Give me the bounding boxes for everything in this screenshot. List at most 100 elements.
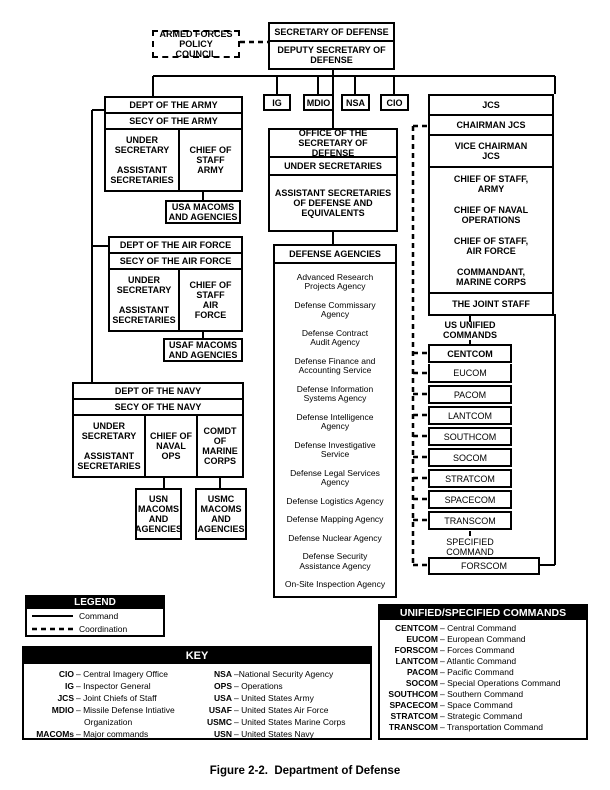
- unified-commands-label: US UNIFIED COMMANDS: [443, 320, 497, 340]
- key-abbr: MDIO: [51, 705, 74, 715]
- command-centcom-box[interactable]: CENTCOM: [428, 344, 512, 363]
- jcs-cno-label: CHIEF OF NAVAL OPERATIONS: [453, 204, 529, 225]
- jcs-chairman-label: CHAIRMAN JCS: [430, 116, 552, 136]
- agency-item: Defense Finance and Accounting Service: [294, 355, 376, 375]
- unified-key-row: SOCOM– Special Operations Command: [380, 678, 586, 689]
- key-row: USAF– United States Air Force: [192, 704, 372, 716]
- key-abbr: MACOMs: [36, 729, 74, 739]
- airforce-macoms-box[interactable]: USAF MACOMS AND AGENCIES: [163, 338, 243, 362]
- army-under-label: UNDER SECRETARY: [114, 135, 170, 155]
- key-row: CIO– Central Imagery Office: [24, 668, 204, 680]
- key-abbr: SOCOM: [405, 678, 438, 688]
- key-desc: – Missile Defense Intiative: [76, 705, 175, 715]
- army-chief-label: CHIEF OF STAFF ARMY: [189, 145, 232, 175]
- key-desc: – Southern Command: [440, 689, 524, 699]
- osd-title-label: OFFICE OF THE SECRETARY OF DEFENSE: [270, 128, 396, 158]
- mdio-label: MDIO: [306, 97, 331, 108]
- key-desc: –National Security Agency: [234, 669, 334, 679]
- abbreviation-key-box: KEY CIO– Central Imagery Office IG– Insp…: [22, 646, 372, 740]
- command-lantcom-box[interactable]: LANTCOM: [428, 406, 512, 425]
- airforce-under-label: UNDER SECRETARY: [116, 275, 172, 295]
- airforce-dept-label: DEPT OF THE AIR FORCE: [110, 238, 241, 254]
- key-row: MACOMs– Major commands: [24, 728, 204, 740]
- usmc-macoms-label: USMC MACOMS AND AGENCIES: [197, 494, 245, 534]
- unified-key-box: UNIFIED/SPECIFIED COMMANDS CENTCOM– Cent…: [378, 604, 588, 740]
- specified-command-label: SPECIFIED COMMAND: [446, 537, 494, 557]
- key-desc: – United States Army: [234, 693, 314, 703]
- navy-secy-label: SECY OF THE NAVY: [74, 400, 242, 416]
- unified-key-row: SPACECOM– Space Command: [380, 700, 586, 711]
- jcs-box[interactable]: JCS CHAIRMAN JCS VICE CHAIRMAN JCS CHIEF…: [428, 94, 554, 316]
- legend-command-label: Command: [79, 611, 119, 621]
- nsa-label: NSA: [345, 97, 365, 108]
- usn-macoms-box[interactable]: USN MACOMS AND AGENCIES: [135, 488, 182, 540]
- key-abbr: USA: [214, 693, 232, 703]
- cio-box[interactable]: CIO: [380, 94, 409, 111]
- mdio-box[interactable]: MDIO: [303, 94, 334, 111]
- command-spacecom-box[interactable]: SPACECOM: [428, 490, 512, 509]
- key-left-column: CIO– Central Imagery Office IG– Inspecto…: [24, 668, 204, 740]
- key-abbr: JCS: [57, 693, 74, 703]
- command-transcom-box[interactable]: TRANSCOM: [428, 511, 512, 530]
- jcs-marine-label: COMMANDANT, MARINE CORPS: [455, 266, 526, 287]
- armed-forces-policy-council-box[interactable]: ARMED FORCES POLICY COUNCIL: [152, 29, 240, 59]
- army-macoms-box[interactable]: USA MACOMS AND AGENCIES: [165, 200, 241, 224]
- agency-item: Defense Contract Audit Agency: [301, 327, 369, 347]
- command-stratcom-box[interactable]: STRATCOM: [428, 469, 512, 488]
- key-desc: – Atlantic Command: [440, 656, 517, 666]
- defense-agencies-box[interactable]: DEFENSE AGENCIES Advanced Research Proje…: [273, 244, 397, 598]
- airforce-box[interactable]: DEPT OF THE AIR FORCE SECY OF THE AIR FO…: [108, 236, 243, 332]
- key-desc: – United States Air Force: [234, 705, 329, 715]
- agencies-title-label: DEFENSE AGENCIES: [275, 246, 395, 264]
- command-label: TRANSCOM: [444, 515, 496, 526]
- usmc-macoms-box[interactable]: USMC MACOMS AND AGENCIES: [195, 488, 247, 540]
- secretary-of-defense-box[interactable]: SECRETARY OF DEFENSE DEPUTY SECRETARY OF…: [268, 22, 395, 70]
- agency-list: Advanced Research Projects Agency Defens…: [279, 268, 391, 594]
- agency-item: Defense Commissary Agency: [294, 299, 376, 319]
- army-dept-label: DEPT OF THE ARMY: [106, 98, 241, 114]
- navy-box[interactable]: DEPT OF THE NAVY SECY OF THE NAVY UNDER …: [72, 382, 244, 478]
- key-row: Organization: [24, 716, 204, 728]
- agency-item: On-Site Inspection Agency: [284, 579, 386, 589]
- army-box[interactable]: DEPT OF THE ARMY SECY OF THE ARMY UNDER …: [104, 96, 243, 192]
- key-abbr: CIO: [58, 669, 74, 679]
- key-abbr: USN: [214, 729, 232, 739]
- unified-key-row: CENTCOM– Central Command: [380, 623, 586, 634]
- agency-item: Defense Investigative Service: [294, 439, 376, 459]
- unified-key-row: FORSCOM– Forces Command: [380, 645, 586, 656]
- osd-box[interactable]: OFFICE OF THE SECRETARY OF DEFENSE UNDER…: [268, 128, 398, 232]
- command-forscom-box[interactable]: FORSCOM: [428, 557, 540, 575]
- key-row: OPS– Operations: [192, 680, 372, 692]
- command-label: PACOM: [453, 389, 487, 400]
- command-socom-box[interactable]: SOCOM: [428, 448, 512, 467]
- secretary-label: SECRETARY OF DEFENSE: [270, 24, 393, 42]
- command-southcom-box[interactable]: SOUTHCOM: [428, 427, 512, 446]
- agency-item: Defense Intelligence Agency: [296, 411, 374, 431]
- legend-box: LEGEND Command Coordination: [25, 595, 165, 637]
- jcs-army-label: CHIEF OF STAFF, ARMY: [453, 173, 529, 194]
- command-label: EUCOM: [453, 367, 487, 378]
- agency-item: Defense Security Assistance Agency: [299, 551, 371, 571]
- jcs-af-label: CHIEF OF STAFF, AIR FORCE: [453, 235, 529, 256]
- command-pacom-box[interactable]: PACOM: [428, 385, 512, 404]
- legend-coordination-label: Coordination: [79, 624, 128, 634]
- command-eucom-box[interactable]: EUCOM: [428, 364, 512, 383]
- key-row: USMC– United States Marine Corps: [192, 716, 372, 728]
- army-macoms-label: USA MACOMS AND AGENCIES: [168, 202, 238, 222]
- key-desc: – Space Command: [440, 700, 513, 710]
- key-abbr: [24, 716, 74, 728]
- ig-box[interactable]: IG: [263, 94, 291, 111]
- command-label: STRATCOM: [445, 473, 495, 484]
- osd-under-label: UNDER SECRETARIES: [270, 158, 396, 176]
- key-desc: – Transportation Command: [440, 722, 543, 732]
- jcs-vice-label: VICE CHAIRMAN JCS: [430, 136, 552, 168]
- key-abbr: TRANSCOM: [388, 722, 438, 732]
- osd-assistant-label: ASSISTANT SECRETARIES OF DEFENSE AND EQU…: [274, 188, 392, 218]
- command-label: FORSCOM: [461, 561, 507, 571]
- key-abbr: LANTCOM: [395, 656, 439, 666]
- agency-item: Defense Logistics Agency: [286, 495, 384, 506]
- nsa-box[interactable]: NSA: [341, 94, 370, 111]
- unified-key-title: UNIFIED/SPECIFIED COMMANDS: [380, 606, 586, 620]
- figure-caption: Figure 2-2. Department of Defense: [209, 765, 401, 777]
- unified-key-row: SOUTHCOM– Southern Command: [380, 689, 586, 700]
